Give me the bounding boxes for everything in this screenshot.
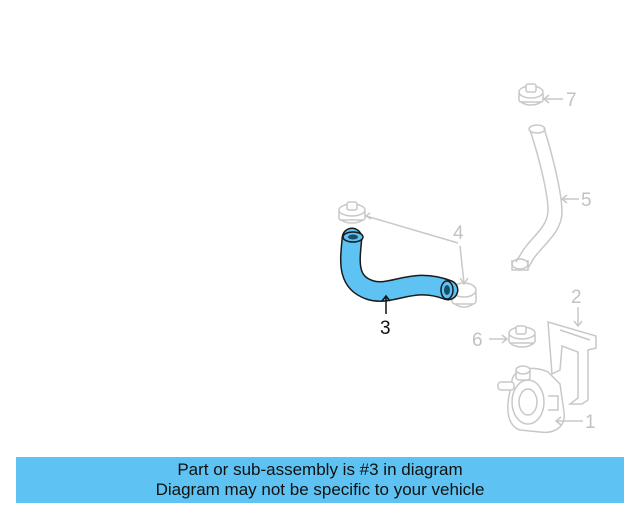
callout-1: 1 [585, 412, 596, 433]
callout-3-arrow [381, 294, 391, 314]
callout-2-arrow [573, 307, 583, 328]
part-5-hose [511, 124, 563, 271]
part-1-pump [497, 365, 565, 434]
callout-4: 4 [453, 223, 464, 244]
callout-6-arrow [489, 334, 509, 344]
callout-5-arrow [560, 194, 579, 204]
banner-line-disclaimer: Diagram may not be specific to your vehi… [155, 480, 485, 499]
callout-3: 3 [380, 318, 391, 339]
callout-6: 6 [472, 330, 483, 351]
callout-2: 2 [571, 287, 582, 308]
banner-line-part-info: Part or sub-assembly is #3 in diagram [177, 460, 463, 479]
callout-4-lines [364, 212, 469, 286]
part-4-clamp-upper [338, 201, 366, 224]
info-banner: Part or sub-assembly is #3 in diagram Di… [16, 457, 624, 503]
callout-7-arrow [542, 94, 563, 104]
callout-7: 7 [566, 90, 577, 111]
part-2-bracket [547, 320, 597, 405]
part-7-clamp [518, 83, 544, 106]
part-3-hose [339, 227, 459, 302]
callout-5: 5 [581, 190, 592, 211]
part-6-clamp [508, 325, 536, 348]
callout-1-arrow [554, 416, 583, 426]
